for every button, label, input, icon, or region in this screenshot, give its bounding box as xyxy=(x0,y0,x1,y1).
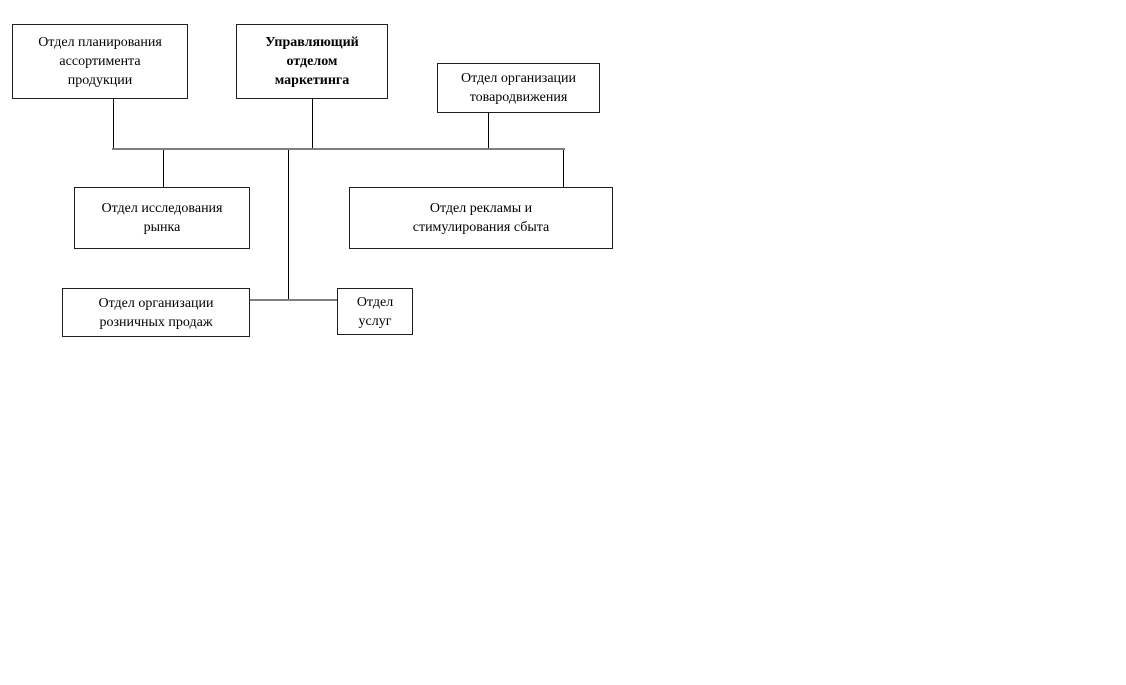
node-distribution-department: Отдел организации товародвижения xyxy=(437,63,600,113)
node-distribution-label: Отдел организации товародвижения xyxy=(460,71,577,105)
node-marketing-manager-label: Управляющий отделом маркетинга xyxy=(265,35,359,88)
connector-trunk-to-advertising xyxy=(563,150,564,187)
node-planning-department: Отдел планирования ассортимента продукци… xyxy=(12,24,188,99)
connector-trunk-to-research xyxy=(163,150,164,187)
node-marketing-manager: Управляющий отделом маркетинга xyxy=(236,24,388,99)
node-retail-sales-department: Отдел организации розничных продаж xyxy=(62,288,250,337)
node-services-department: Отдел услуг xyxy=(337,288,413,335)
node-planning-label: Отдел планирования ассортимента продукци… xyxy=(38,35,162,88)
node-market-research-label: Отдел исследования рынка xyxy=(101,201,223,235)
node-market-research-department: Отдел исследования рынка xyxy=(74,187,250,249)
node-retail-sales-label: Отдел организации розничных продаж xyxy=(98,295,214,330)
node-advertising-department: Отдел рекламы и стимулирования сбыта xyxy=(349,187,613,249)
connector-retail-to-services xyxy=(250,299,337,301)
node-advertising-label: Отдел рекламы и стимулирования сбыта xyxy=(412,201,550,235)
connector-planning-to-trunk xyxy=(113,99,114,149)
connector-trunk-to-bottom-row xyxy=(288,150,289,300)
connector-manager-to-trunk xyxy=(312,99,313,149)
connector-distribution-to-trunk xyxy=(488,113,489,149)
node-services-label: Отдел услуг xyxy=(356,294,394,329)
connector-trunk-horizontal xyxy=(112,148,565,150)
